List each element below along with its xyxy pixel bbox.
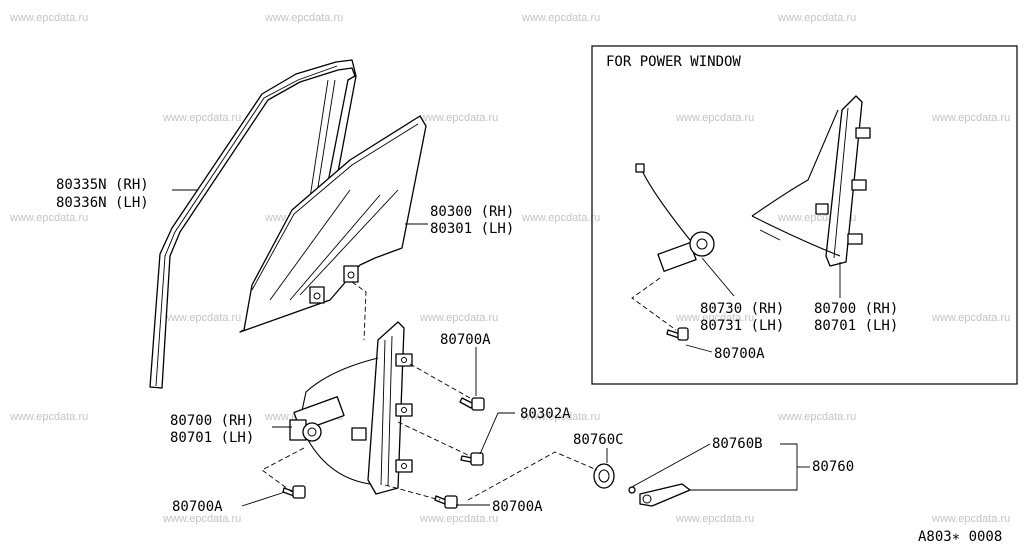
watermark: www.epcdata.ru — [931, 513, 1010, 525]
label-regulator-lh: 80701 (LH) — [170, 430, 254, 446]
door-glass-part — [239, 115, 427, 333]
leader-lines — [172, 189, 810, 507]
watermark: www.epcdata.ru — [521, 212, 600, 224]
watermark: www.epcdata.ru — [9, 411, 88, 423]
label-handle-part: 80760B — [712, 436, 763, 452]
watermark: www.epcdata.ru — [162, 312, 241, 324]
motor-part — [635, 163, 715, 272]
watermark: www.epcdata.ru — [162, 513, 241, 525]
watermark: www.epcdata.ru — [521, 12, 600, 24]
label-handle-assy: 80760 — [812, 459, 854, 475]
label-bolt-lower-left: 80700A — [172, 499, 223, 515]
watermark: www.epcdata.ru — [777, 12, 856, 24]
label-glass-rh: 80300 (RH) — [430, 204, 514, 220]
watermark-layer: www.epcdata.ru www.epcdata.ru www.epcdat… — [9, 12, 1010, 525]
label-regulator-rh: 80700 (RH) — [170, 413, 254, 429]
watermark: www.epcdata.ru — [9, 212, 88, 224]
watermark: www.epcdata.ru — [931, 112, 1010, 124]
watermark: www.epcdata.ru — [419, 312, 498, 324]
power-regulator-part — [751, 95, 871, 267]
label-bolt-upper: 80700A — [440, 332, 491, 348]
inset-title: FOR POWER WINDOW — [606, 54, 741, 70]
pw-bolt-part — [666, 327, 689, 341]
bolt-lower-left-part — [282, 485, 306, 499]
label-escutcheon: 80760C — [573, 432, 624, 448]
watermark: www.epcdata.ru — [162, 112, 241, 124]
label-clip: 80302A — [520, 406, 571, 422]
diagram-code: A803∗ 0008 — [918, 529, 1002, 545]
watermark: www.epcdata.ru — [521, 411, 600, 423]
bolt-lower-mid-part — [434, 495, 458, 509]
assembly-lines — [261, 281, 598, 501]
clip-part — [460, 452, 484, 466]
label-sash-lh: 80336N (LH) — [56, 195, 149, 211]
label-glass-lh: 80301 (LH) — [430, 221, 514, 237]
watermark: www.epcdata.ru — [419, 112, 498, 124]
watermark: www.epcdata.ru — [419, 513, 498, 525]
watermark: www.epcdata.ru — [931, 312, 1010, 324]
handle-part — [628, 483, 691, 507]
label-pw-regulator-rh: 80700 (RH) — [814, 301, 898, 317]
label-pw-bolt: 80700A — [714, 346, 765, 362]
label-bolt-lower-mid: 80700A — [492, 499, 543, 515]
watermark: www.epcdata.ru — [675, 112, 754, 124]
label-pw-regulator-lh: 80701 (LH) — [814, 318, 898, 334]
escutcheon-part — [593, 463, 615, 489]
power-window-inset: FOR POWER WINDOW — [591, 45, 1018, 385]
label-motor-rh: 80730 (RH) — [700, 301, 784, 317]
label-motor-lh: 80731 (LH) — [700, 318, 784, 334]
watermark: www.epcdata.ru — [9, 12, 88, 24]
watermark: www.epcdata.ru — [777, 411, 856, 423]
manual-regulator-part — [289, 321, 413, 495]
bolt-upper-part — [459, 397, 485, 411]
watermark: www.epcdata.ru — [675, 513, 754, 525]
labels-manual: 80335N (RH) 80336N (LH) 80300 (RH) 80301… — [56, 177, 854, 515]
watermark: www.epcdata.ru — [264, 12, 343, 24]
label-sash-rh: 80335N (RH) — [56, 177, 149, 193]
watermark: www.epcdata.ru — [675, 312, 754, 324]
